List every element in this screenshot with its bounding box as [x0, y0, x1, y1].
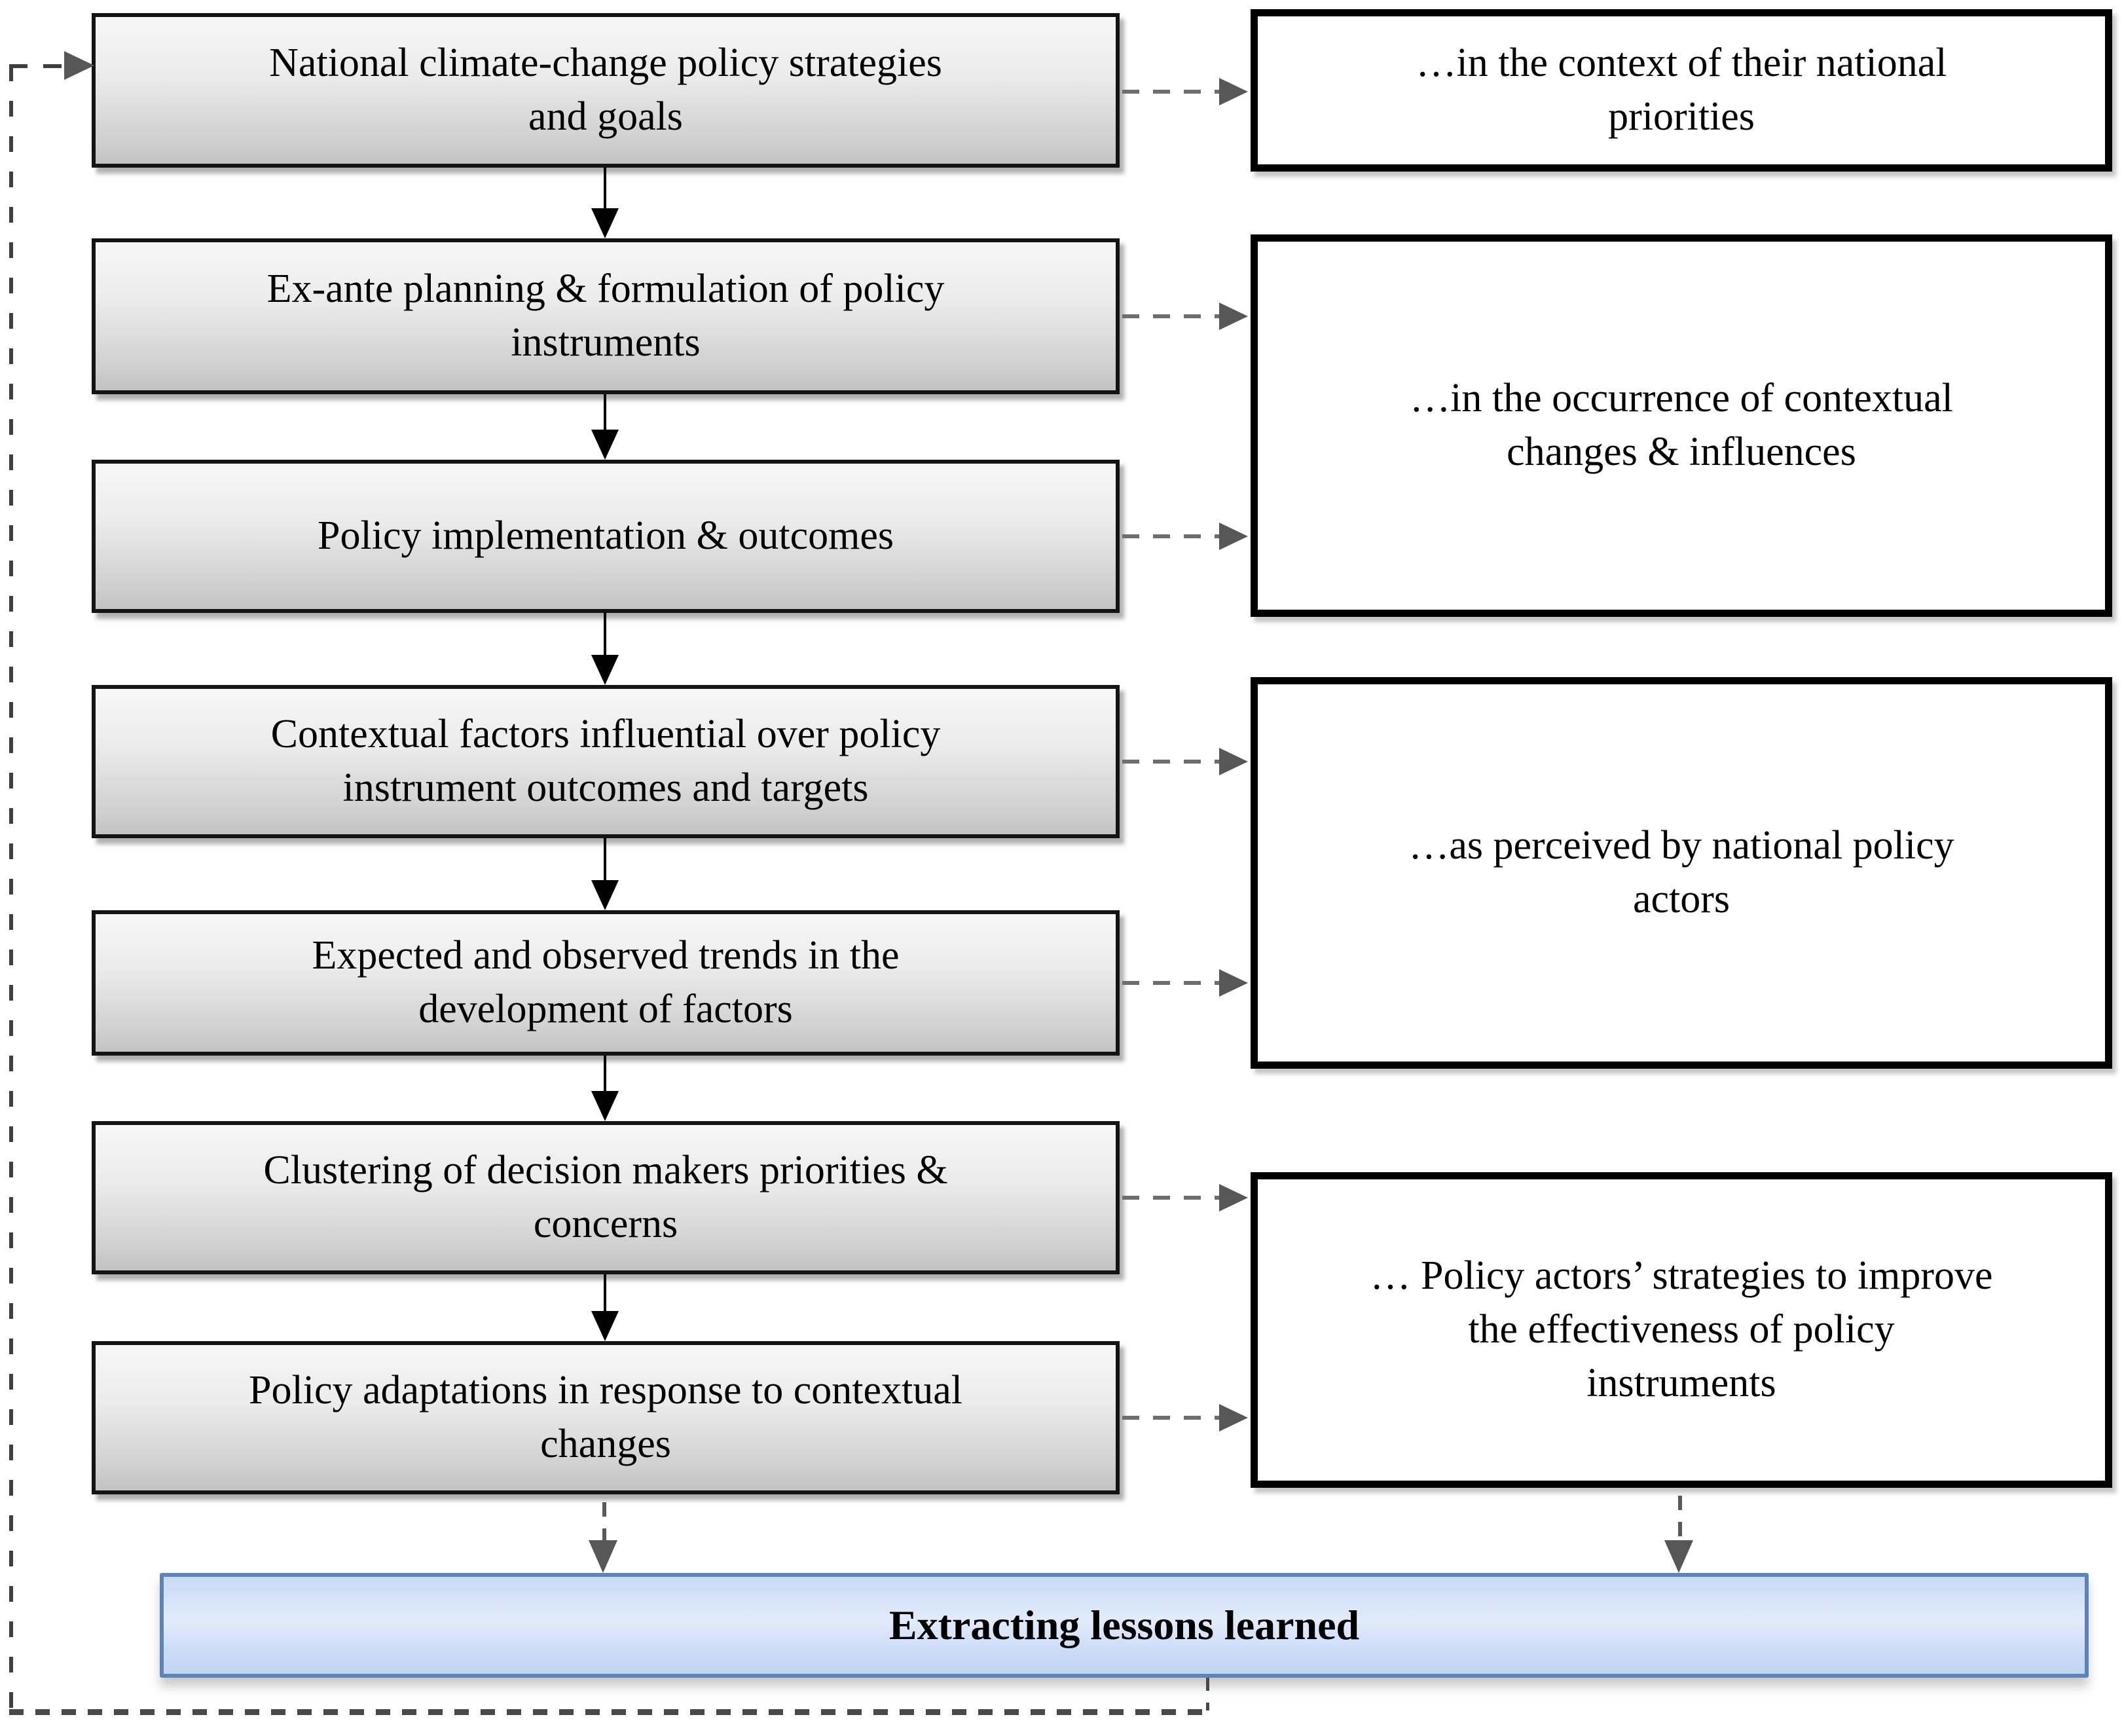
- annotation-box-contextual-changes: …in the occurrence of contextual changes…: [1251, 234, 2112, 617]
- right-arrow-icon: [1219, 1184, 1248, 1211]
- feedback-top-line: [9, 64, 64, 68]
- annotation-box-national-priorities: …in the context of their national priori…: [1251, 9, 2112, 172]
- dashed-connector-line: [1122, 314, 1219, 318]
- down-arrow-line: [604, 168, 606, 210]
- dashed-connector-line: [1122, 1416, 1219, 1420]
- down-arrow-line: [604, 1056, 606, 1092]
- process-box-label: Contextual factors influential over poli…: [270, 712, 941, 810]
- dashed-down-line: [602, 1502, 606, 1540]
- feedback-bottom-line: [9, 1709, 1209, 1715]
- dashed-connector-line: [1122, 1196, 1219, 1200]
- process-box-label: National climate-change policy strategie…: [269, 41, 942, 139]
- process-box-implementation: Policy implementation & outcomes: [92, 460, 1120, 613]
- process-box-contextual-factors: Contextual factors influential over poli…: [92, 685, 1120, 838]
- process-box-label: Policy adaptations in response to contex…: [249, 1368, 962, 1466]
- annotation-box-label: …in the occurrence of contextual changes…: [1410, 376, 1953, 474]
- process-box-label: Clustering of decision makers priorities…: [263, 1148, 948, 1246]
- down-arrow-icon: [1664, 1540, 1693, 1573]
- process-box-label: Policy implementation & outcomes: [318, 513, 894, 559]
- down-arrow-icon: [591, 430, 619, 460]
- result-box-extracting-lessons: Extracting lessons learned: [160, 1573, 2089, 1678]
- down-arrow-icon: [591, 208, 619, 238]
- feedback-left-line: [9, 65, 13, 1712]
- annotation-box-actor-strategies: … Policy actors’ strategies to improve t…: [1251, 1172, 2112, 1488]
- annotation-box-label: …as perceived by national policy actors: [1408, 823, 1954, 921]
- down-arrow-line: [604, 838, 606, 881]
- down-arrow-icon: [589, 1540, 617, 1573]
- down-arrow-line: [604, 1274, 606, 1312]
- process-box-policy-adaptations: Policy adaptations in response to contex…: [92, 1341, 1120, 1494]
- dashed-connector-line: [1122, 981, 1219, 985]
- right-arrow-icon: [64, 51, 94, 80]
- down-arrow-icon: [591, 1311, 619, 1341]
- dashed-connector-line: [1122, 534, 1219, 538]
- process-box-expected-trends: Expected and observed trends in the deve…: [92, 910, 1120, 1056]
- process-box-label: Ex-ante planning & formulation of policy…: [266, 267, 945, 365]
- right-arrow-icon: [1219, 78, 1248, 105]
- down-arrow-icon: [591, 1091, 619, 1121]
- process-box-national-strategies: National climate-change policy strategie…: [92, 13, 1120, 168]
- dashed-connector-line: [1122, 760, 1219, 764]
- down-arrow-line: [604, 394, 606, 431]
- annotation-box-perceived-by-actors: …as perceived by national policy actors: [1251, 677, 2112, 1069]
- process-box-ex-ante-planning: Ex-ante planning & formulation of policy…: [92, 238, 1120, 394]
- feedback-connector-line: [1206, 1678, 1209, 1710]
- down-arrow-line: [604, 613, 606, 656]
- right-arrow-icon: [1219, 748, 1248, 775]
- annotation-box-label: … Policy actors’ strategies to improve t…: [1370, 1253, 1993, 1405]
- process-box-clustering-priorities: Clustering of decision makers priorities…: [92, 1121, 1120, 1274]
- right-arrow-icon: [1219, 969, 1248, 997]
- down-arrow-icon: [591, 655, 619, 685]
- process-box-label: Expected and observed trends in the deve…: [312, 933, 900, 1031]
- annotation-box-label: …in the context of their national priori…: [1416, 41, 1947, 139]
- down-arrow-icon: [591, 880, 619, 910]
- dashed-connector-line: [1122, 90, 1219, 94]
- dashed-down-line: [1678, 1496, 1682, 1540]
- result-box-label: Extracting lessons learned: [888, 1601, 1360, 1648]
- right-arrow-icon: [1219, 1404, 1248, 1431]
- right-arrow-icon: [1219, 303, 1248, 330]
- right-arrow-icon: [1219, 523, 1248, 550]
